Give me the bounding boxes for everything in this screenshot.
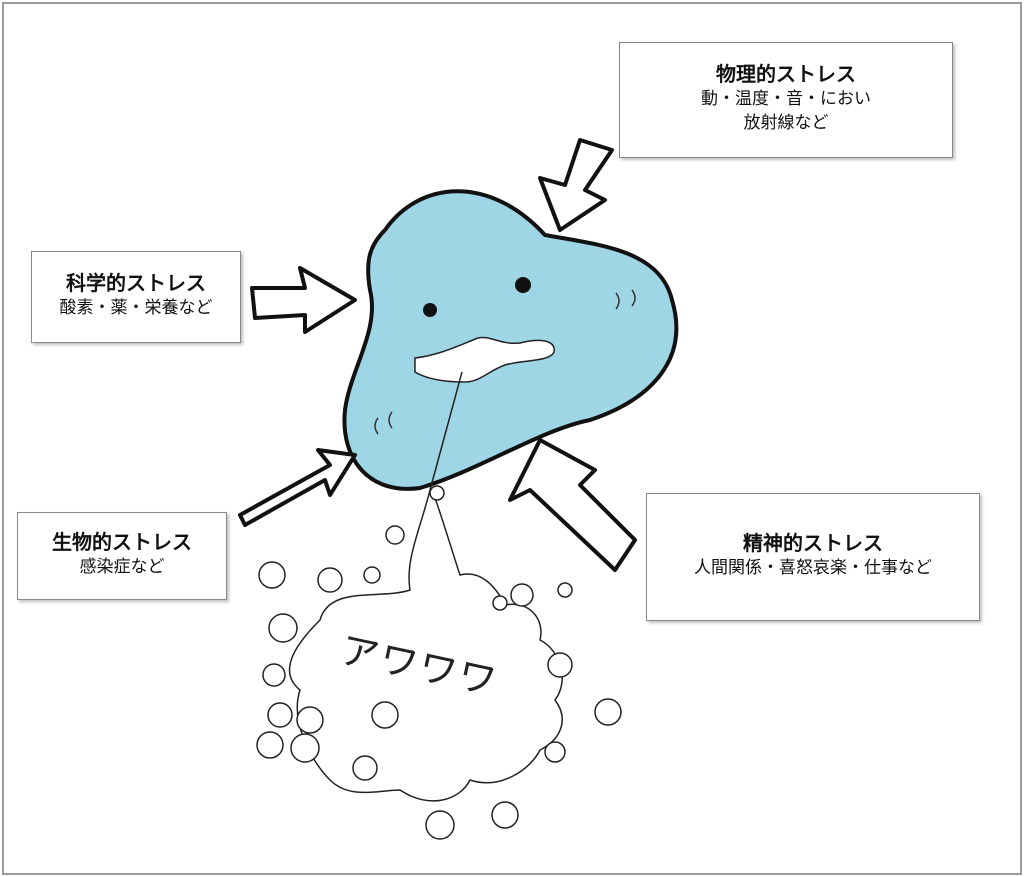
- left-eye: [423, 303, 437, 317]
- bubbles: [256, 485, 622, 840]
- label-mental-stress: 精神的ストレス 人間関係・喜怒哀楽・仕事など: [646, 493, 980, 621]
- label-desc: 酸素・薬・栄養など: [59, 298, 213, 318]
- arrow-mental-icon: [508, 438, 637, 572]
- label-title: 科学的ストレス: [66, 271, 206, 295]
- stress-blob: [342, 189, 679, 491]
- label-physical-stress: 物理的ストレス 動・温度・音・におい 放射線など: [619, 42, 953, 158]
- arrow-biological-icon: [238, 448, 357, 527]
- drool-line: [429, 371, 463, 491]
- right-eye: [515, 277, 531, 293]
- label-title: 物理的ストレス: [716, 62, 856, 86]
- label-title: 精神的ストレス: [743, 531, 883, 555]
- label-desc: 動・温度・音・におい: [701, 89, 871, 109]
- label-desc: 放射線など: [743, 113, 829, 133]
- label-chemical-stress: 科学的ストレス 酸素・薬・栄養など: [31, 251, 241, 343]
- label-title: 生物的ストレス: [52, 530, 192, 554]
- blush-left: [374, 411, 393, 435]
- mouth: [414, 336, 555, 383]
- label-biological-stress: 生物的ストレス 感染症など: [17, 512, 227, 600]
- arrow-physical-icon: [538, 138, 614, 232]
- arrow-chemical-icon: [250, 266, 357, 334]
- label-desc: 人間関係・喜怒哀楽・仕事など: [694, 558, 932, 578]
- blush-right: [615, 289, 636, 310]
- label-desc: 感染症など: [79, 557, 165, 577]
